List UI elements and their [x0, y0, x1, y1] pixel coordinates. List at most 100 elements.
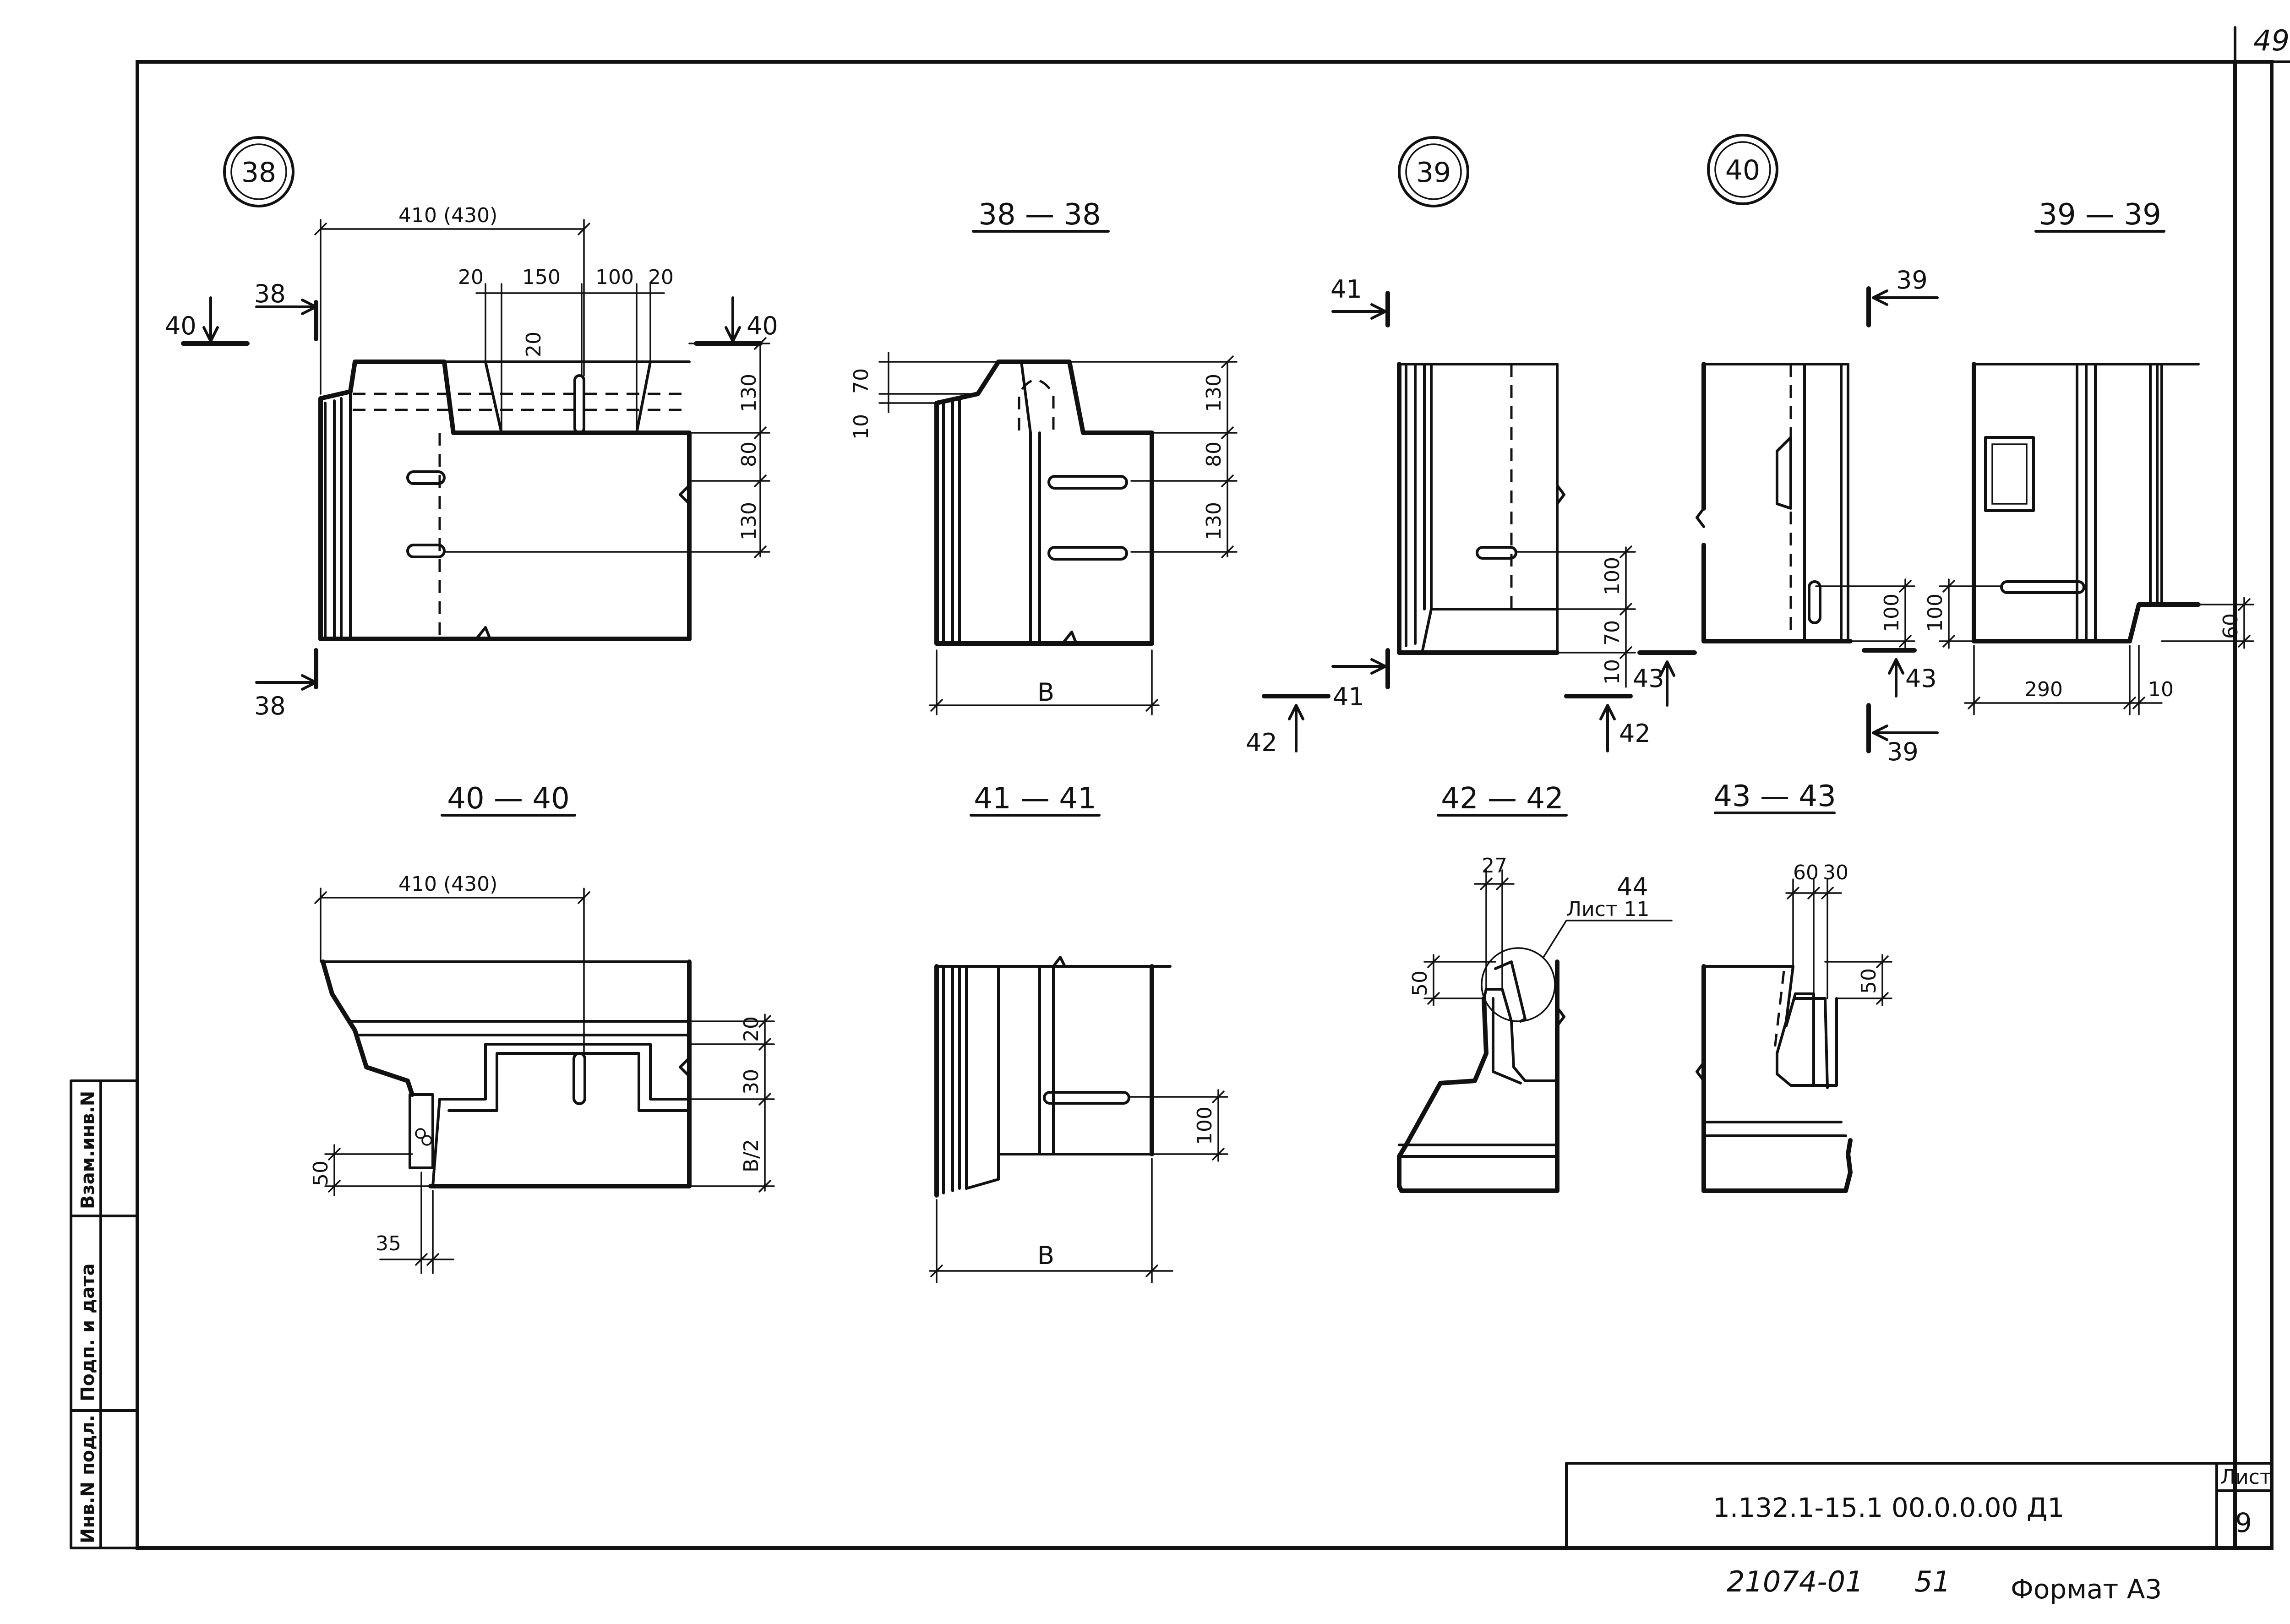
dim-10-b: 10 — [1601, 659, 1624, 685]
dim-290: 290 — [2024, 678, 2063, 701]
view-43-43 — [1696, 964, 1853, 1193]
cut-mark-38-bottom: 38 — [254, 692, 286, 720]
dim-80-a: 80 — [737, 441, 761, 467]
dims-view-39 — [1515, 545, 1636, 688]
page-code: 51 — [1914, 1565, 1951, 1598]
dims-view-43-43 — [1785, 878, 1892, 1006]
drawing-designation: 1.132.1-15.1 00.0.0.00 Д1 — [1713, 1492, 2064, 1523]
sheet-number: 9 — [2235, 1507, 2252, 1538]
dim-150: 150 — [522, 266, 561, 289]
stamp-podp-data: Подп. и дата — [77, 1264, 98, 1401]
dim-410-430-a: 410 (430) — [398, 204, 497, 227]
cut-mark-40-left: 40 — [165, 311, 196, 340]
dim-80-b: 80 — [1202, 441, 1226, 467]
svg-text:38: 38 — [241, 157, 276, 189]
dim-100-c: 100 — [1880, 594, 1903, 632]
cut-mark-42-left: 42 — [1246, 728, 1277, 757]
section-title-39: 39 — 39 — [2034, 198, 2165, 233]
svg-text:43 — 43: 43 — 43 — [1713, 779, 1836, 813]
callout-39: 39 — [1398, 136, 1469, 207]
dim-70-a: 70 — [850, 368, 873, 394]
svg-text:39: 39 — [1416, 157, 1451, 189]
dim-b-b: B — [1037, 1241, 1054, 1270]
section-title-42: 42 — 42 — [1437, 782, 1568, 817]
stamp-inv-podl: Инв.N подл. — [77, 1415, 98, 1543]
cut-mark-39-bottom: 39 — [1887, 737, 1919, 766]
dim-130-c: 130 — [1202, 374, 1226, 412]
dim-100-e: 100 — [1193, 1106, 1216, 1145]
dim-100-b: 100 — [1601, 557, 1624, 595]
dim-130-b: 130 — [737, 502, 761, 540]
dim-10-c: 10 — [2148, 678, 2174, 701]
dim-50-b: 50 — [1408, 970, 1432, 996]
svg-text:39 — 39: 39 — 39 — [2039, 198, 2161, 232]
sheet-frame — [136, 26, 2290, 1550]
dim-b2: B/2 — [740, 1139, 763, 1172]
cut-mark-39-top: 39 — [1896, 266, 1928, 294]
svg-text:40: 40 — [1725, 154, 1760, 186]
stamp-vzam-inv: Взам.инв.N — [77, 1091, 98, 1209]
dim-30-a: 30 — [740, 1069, 763, 1095]
dim-50-a: 50 — [309, 1161, 333, 1186]
svg-text:41 — 41: 41 — 41 — [974, 782, 1096, 816]
dim-130-a: 130 — [737, 374, 761, 412]
view-40-40 — [321, 959, 692, 1188]
side-stamp — [70, 1079, 139, 1549]
dim-60-b: 60 — [1793, 861, 1819, 884]
svg-text:42 — 42: 42 — 42 — [1441, 782, 1564, 816]
format-label: Формат А3 — [2011, 1574, 2162, 1605]
cut-marks-view-38 — [181, 296, 763, 691]
dims-view-38-38 — [878, 352, 1238, 715]
view-42-42 — [1397, 947, 1565, 1193]
dim-20-a: 20 — [458, 266, 484, 289]
cut-marks-view-39 — [1262, 291, 1633, 752]
dim-35: 35 — [376, 1232, 401, 1255]
dim-27: 27 — [1482, 854, 1507, 877]
section-title-38: 38 — 38 — [972, 198, 1110, 233]
callout-38: 38 — [223, 136, 294, 207]
dim-b-a: B — [1037, 678, 1054, 707]
dims-view-40-40 — [314, 888, 775, 1274]
detail-ref-sheet: Лист 11 — [1566, 898, 1649, 921]
dim-50-c: 50 — [1857, 968, 1881, 994]
dims-view-39-39 — [1939, 578, 2254, 715]
dim-130-d: 130 — [1202, 502, 1226, 540]
dim-20-b: 20 — [648, 266, 674, 289]
sheet-label: Лист — [2220, 1466, 2272, 1489]
dim-10-a: 10 — [850, 414, 873, 440]
view-41-41 — [934, 956, 1172, 1198]
dim-20-d: 20 — [740, 1016, 763, 1042]
cut-mark-43-right: 43 — [1905, 664, 1937, 693]
dim-100-a: 100 — [595, 266, 634, 289]
cut-mark-41-bottom: 41 — [1333, 682, 1364, 711]
cut-mark-41-top: 41 — [1330, 275, 1362, 304]
dim-60-a: 60 — [2219, 613, 2242, 639]
view-39 — [1397, 362, 1565, 655]
dim-30-b: 30 — [1823, 861, 1848, 884]
view-40 — [1696, 362, 1853, 643]
dim-410-430-b: 410 (430) — [398, 872, 497, 896]
cut-mark-40-right: 40 — [747, 311, 778, 340]
cut-marks-view-40 — [1637, 286, 1939, 753]
dims-view-40 — [1815, 578, 1915, 649]
view-39-39 — [1972, 362, 2201, 643]
page-number: 49 — [2253, 24, 2290, 57]
dim-20-c: 20 — [522, 332, 545, 357]
dims-view-42-42 — [1423, 869, 1673, 1006]
svg-text:40 — 40: 40 — 40 — [447, 782, 570, 816]
dim-100-d: 100 — [1924, 594, 1947, 632]
cut-mark-38-top: 38 — [254, 279, 286, 308]
section-title-41: 41 — 41 — [970, 782, 1101, 817]
section-title-43: 43 — 43 — [1713, 779, 1836, 814]
cut-mark-42-right: 42 — [1619, 719, 1651, 748]
order-number: 21074-01 — [1727, 1565, 1864, 1598]
view-38 — [318, 360, 692, 641]
svg-text:38 — 38: 38 — 38 — [978, 198, 1101, 232]
callout-40: 40 — [1707, 134, 1778, 205]
detail-ref-number: 44 — [1617, 872, 1648, 901]
view-38-38 — [934, 360, 1154, 646]
title-block — [1565, 1462, 2273, 1549]
section-title-40: 40 — 40 — [441, 782, 576, 817]
dim-70-b: 70 — [1601, 620, 1624, 646]
